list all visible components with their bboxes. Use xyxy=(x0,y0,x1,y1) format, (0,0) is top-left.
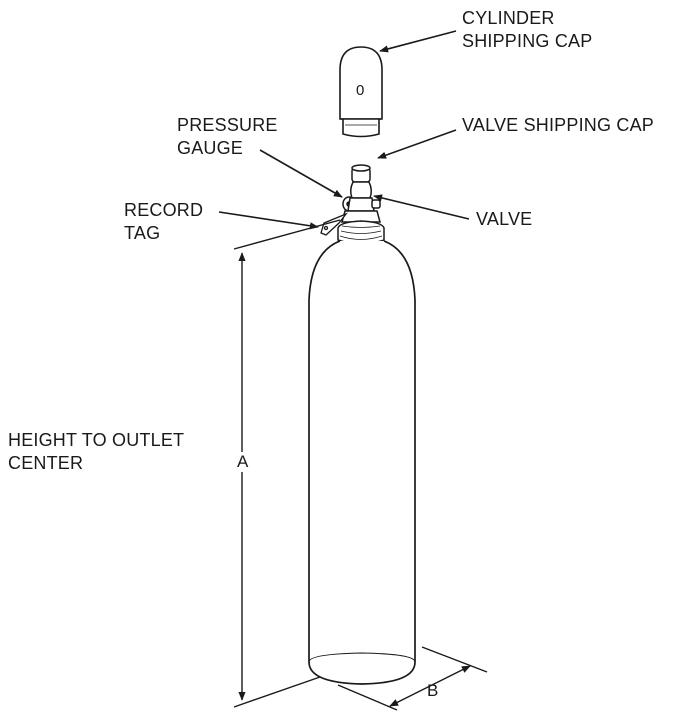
valve-assembly xyxy=(337,164,385,245)
valve-shipping-cap-label: VALVE SHIPPING CAP xyxy=(462,115,654,135)
leader-pressure-gauge xyxy=(259,149,343,198)
cylinder-body xyxy=(308,240,416,685)
leader-arrows xyxy=(218,30,470,230)
dimension-a xyxy=(233,219,341,708)
dimension-a-label: A xyxy=(236,452,250,472)
leader-valve xyxy=(373,194,470,220)
cylinder-shipping-cap xyxy=(339,46,383,138)
height-to-outlet-center-label: HEIGHT TO OUTLET CENTER xyxy=(8,430,185,473)
leader-cylinder-cap xyxy=(379,30,457,53)
dimension-b xyxy=(337,646,488,711)
valve-label: VALVE xyxy=(476,209,533,229)
leader-valve-cap xyxy=(377,129,457,159)
leader-record-tag xyxy=(218,211,319,230)
cylinder-shipping-cap-label: CYLINDER SHIPPING CAP xyxy=(462,8,593,51)
pressure-gauge-label: PRESSURE GAUGE xyxy=(177,115,278,158)
record-tag-label: RECORD TAG xyxy=(124,200,204,243)
record-tag xyxy=(320,212,349,236)
cap-marking: 0 xyxy=(356,82,365,99)
dimension-b-label: B xyxy=(427,681,439,700)
